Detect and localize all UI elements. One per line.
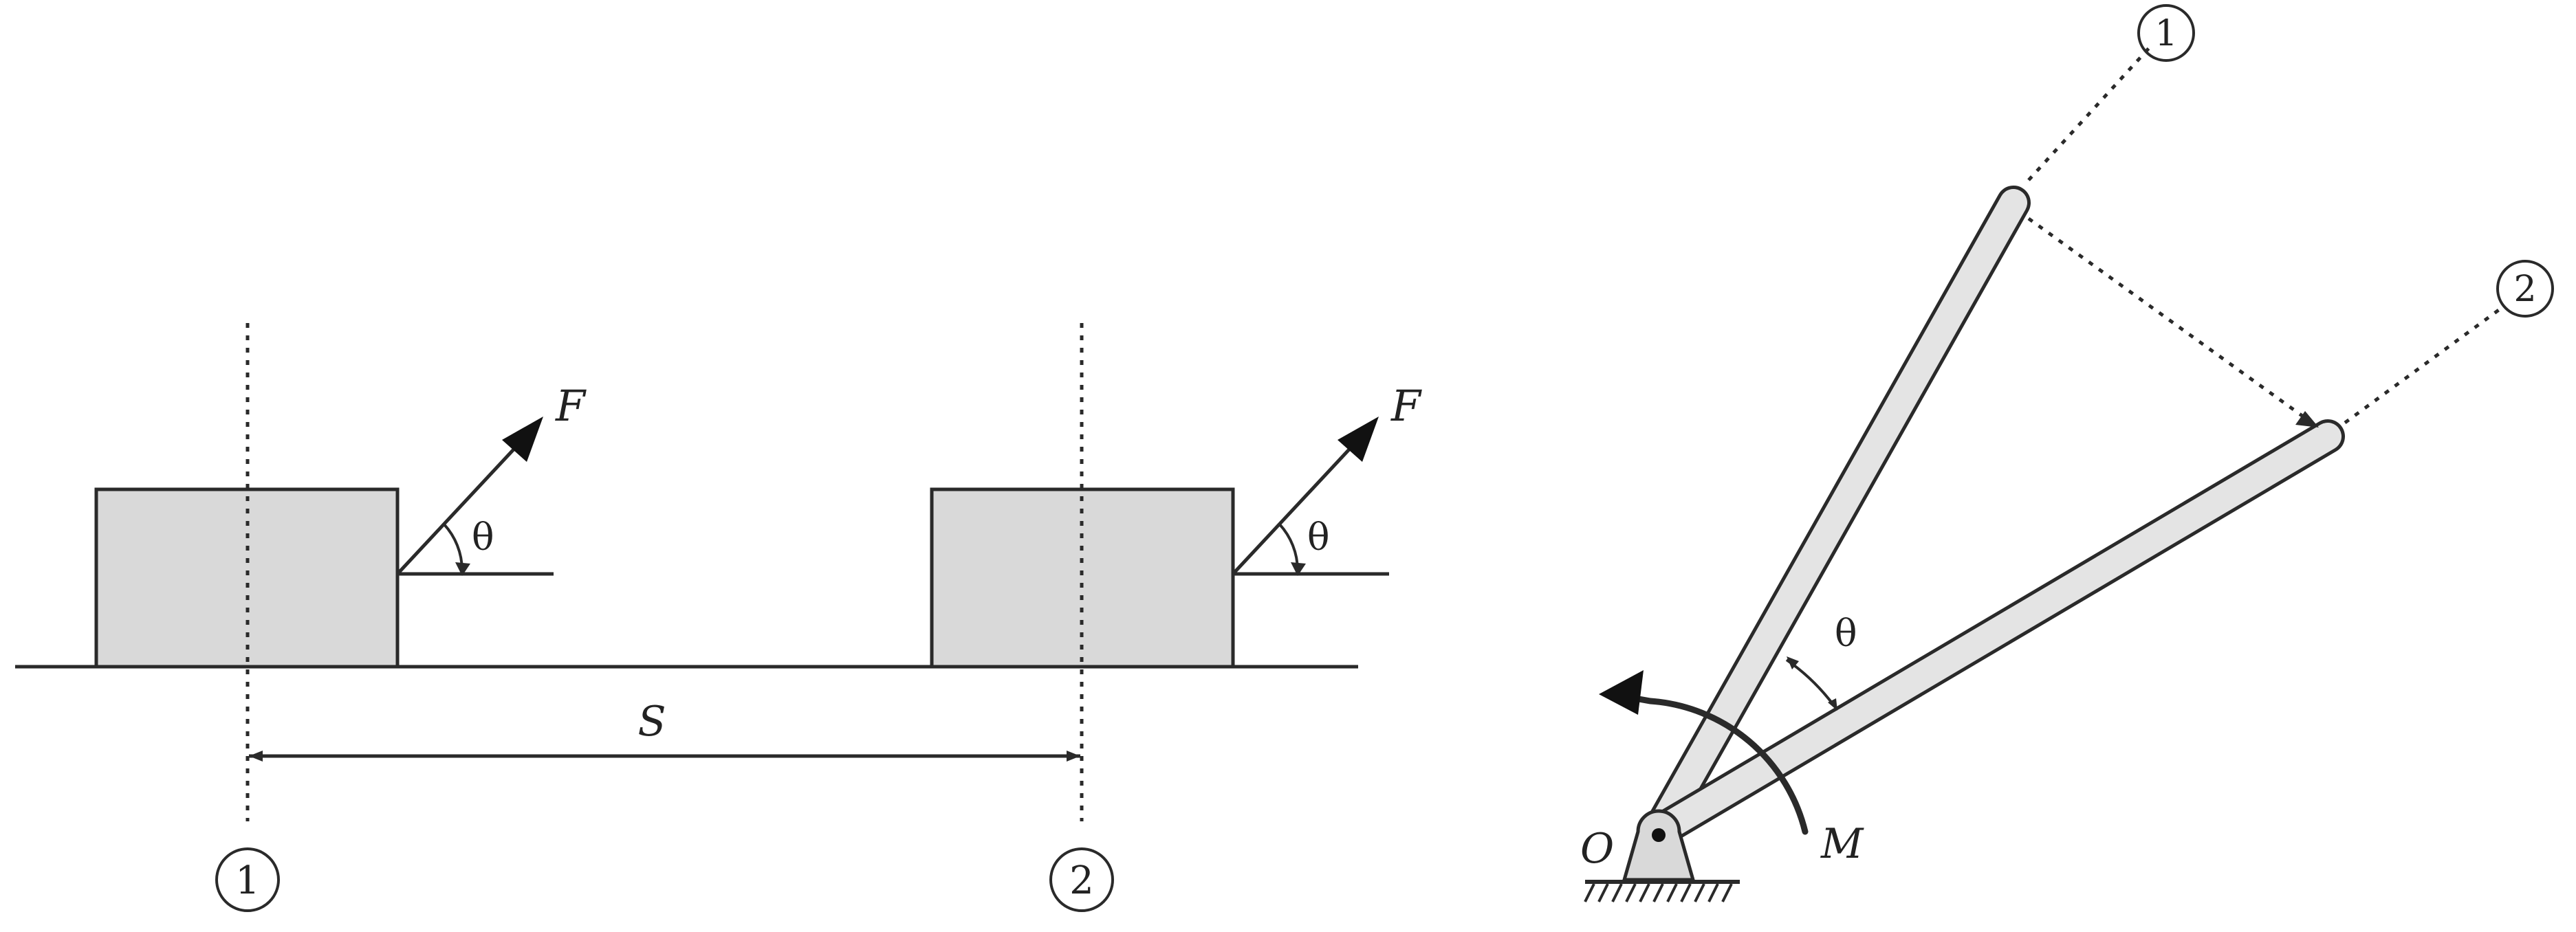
- moment-label: M: [1820, 820, 1864, 868]
- moment-arc: [1616, 692, 1809, 835]
- force-label-2: F: [1390, 381, 1422, 431]
- block-2: [930, 487, 1235, 669]
- position-marker-2: [1049, 847, 1114, 912]
- force-arrow-2: [1232, 417, 1389, 576]
- pivot-label: O: [1580, 825, 1614, 873]
- position-label-2: 2: [1069, 858, 1094, 903]
- force-arrow-1: [396, 417, 554, 576]
- extension-line-1: [2027, 47, 2150, 181]
- distance-dimension: [249, 751, 1080, 762]
- rotation-label-2: 2: [2513, 269, 2536, 310]
- position-label-1: 1: [235, 858, 260, 903]
- extension-line-2: [2344, 307, 2501, 425]
- theta-label: θ: [1835, 612, 1857, 655]
- angle-label-2: θ: [1307, 515, 1330, 559]
- motion-path: [2027, 217, 2306, 420]
- pivot-support: [1584, 809, 1740, 902]
- rotation-label-1: 1: [2154, 13, 2177, 54]
- rotation-marker-1: [2137, 4, 2195, 62]
- left-figure: F θ F θ S 1 2: [15, 323, 1422, 912]
- block-1: [94, 487, 400, 669]
- distance-label: S: [637, 698, 666, 746]
- force-label-1: F: [555, 381, 587, 431]
- right-figure: θ M O 1 2: [1580, 4, 2554, 902]
- rotation-marker-2: [2496, 260, 2554, 318]
- motion-arrowhead: [2295, 411, 2319, 428]
- angle-label-1: θ: [472, 515, 494, 559]
- moment-arrowhead: [1599, 670, 1644, 715]
- position-marker-1: [215, 847, 280, 912]
